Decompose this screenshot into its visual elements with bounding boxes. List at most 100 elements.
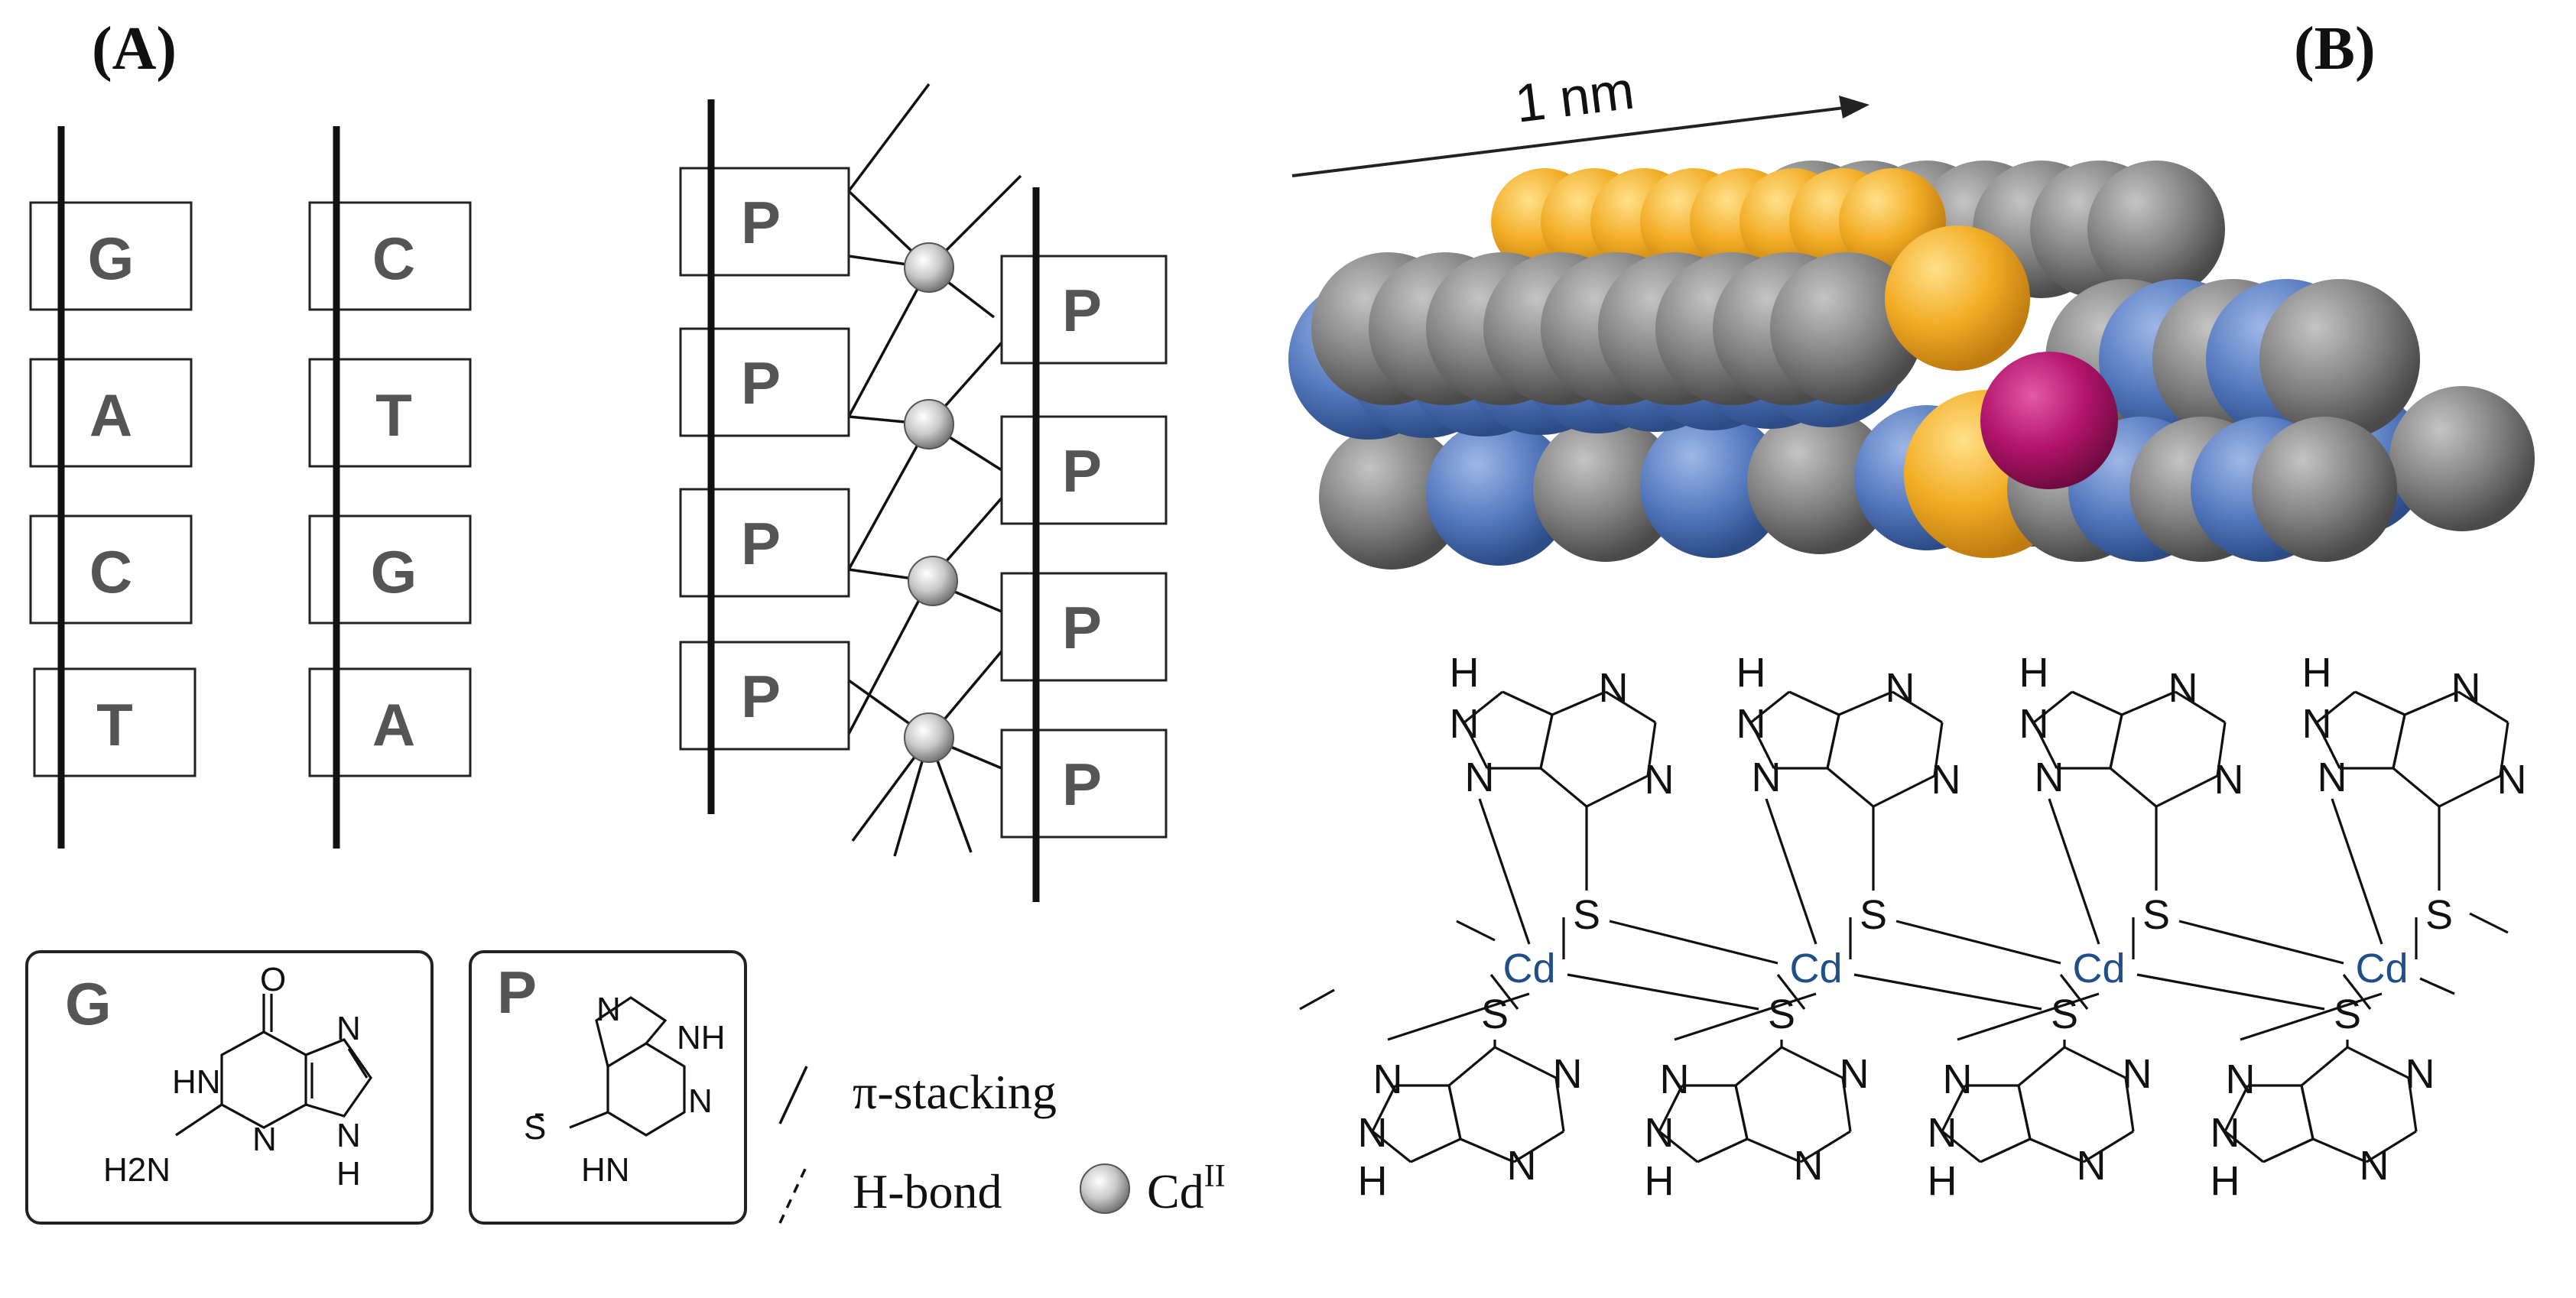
bond-line <box>1826 714 1840 769</box>
bond-line <box>1674 992 1817 1041</box>
carbon-atom <box>2252 417 2397 562</box>
bond-line <box>2366 1130 2417 1163</box>
bond-line <box>2216 722 2227 777</box>
n-atom-label: N <box>2035 754 2064 800</box>
bond-line <box>1658 1085 1684 1132</box>
base-letter: G <box>371 538 417 605</box>
bond-line <box>1567 973 1759 1011</box>
s-atom-label: S <box>1860 892 1887 938</box>
bond-line <box>2032 722 2058 769</box>
bond-line <box>2315 722 2341 769</box>
bond-line <box>1892 690 1943 724</box>
guanine-n: N <box>252 1121 277 1158</box>
base-letter: T <box>96 691 133 758</box>
cd-atom-label: Cd <box>1502 946 1555 991</box>
p-letter: P <box>1062 437 1102 505</box>
bond-line <box>2175 690 2226 724</box>
bond-line <box>1734 1085 1749 1140</box>
n-atom-label: N <box>2405 1051 2435 1097</box>
bond-line <box>1447 1046 1496 1087</box>
thiopurine-n: N <box>596 991 621 1028</box>
bond-line <box>2033 690 2073 724</box>
bond-line <box>2017 1085 2032 1140</box>
bond-line <box>2419 977 2455 995</box>
h-atom-label: H <box>2019 650 2049 696</box>
nitrogen-atom <box>1426 420 1571 566</box>
bond-line <box>2240 992 2383 1041</box>
bond-line <box>2347 1046 2409 1079</box>
space-filling-model <box>1288 161 2535 569</box>
bond-line <box>1838 690 1893 716</box>
bond-line <box>1513 1130 1564 1163</box>
bond-line <box>2312 1137 2367 1163</box>
cd-ion-icon <box>908 556 958 606</box>
bond-line <box>2224 1085 2250 1132</box>
bond-line <box>1658 1130 1698 1163</box>
bond-line <box>2083 1130 2134 1163</box>
cd-legend-label: CdII <box>1147 1159 1226 1218</box>
bond-line <box>1554 1077 1565 1132</box>
bond-line <box>2300 1046 2349 1087</box>
guanine-o: O <box>260 961 286 998</box>
bond-line <box>1941 1085 1967 1132</box>
p-rect <box>1000 572 1168 682</box>
legend-g-title: G <box>65 970 112 1037</box>
bond-line <box>2331 798 2383 945</box>
thiopurine-n: N <box>688 1082 713 1120</box>
bond-line <box>1539 767 1588 808</box>
bond-line <box>1551 690 1606 716</box>
legend-p-box: P N NH N S - HN <box>469 950 747 1225</box>
bond-line <box>2354 690 2405 716</box>
h-atom-label: H <box>1358 1158 1388 1204</box>
thiopurine-nh: NH <box>677 1019 726 1056</box>
n-atom-label: N <box>2077 1143 2107 1189</box>
guanine-n: N <box>336 1010 361 1047</box>
n-atom-label: N <box>1373 1056 1403 1102</box>
bond-line <box>1826 767 1875 808</box>
bond-line <box>1463 690 1503 724</box>
s-atom-label: S <box>2051 991 2078 1037</box>
carbon-atom <box>2389 386 2535 531</box>
bond-line <box>2457 690 2509 724</box>
n-atom-label: N <box>2360 1143 2389 1189</box>
interaction-legend: π-stacking H-bond CdII <box>778 1065 1226 1224</box>
guanine-n: N <box>336 1117 361 1154</box>
panel-label-b: (B) <box>2294 15 2376 83</box>
bond-line <box>1765 798 1817 945</box>
s-atom-label: S <box>2425 892 2453 938</box>
h-atom-label: H <box>1736 650 1766 696</box>
bond-line <box>1371 1085 1397 1132</box>
carbon-atom <box>2259 279 2420 440</box>
bond-line <box>1456 920 1496 942</box>
panel-label-a: (A) <box>92 15 177 83</box>
cd-ion-icon <box>904 712 954 763</box>
bond-line <box>1372 1130 1411 1163</box>
base-letter: G <box>88 225 135 292</box>
n-atom-label: N <box>1660 1056 1690 1102</box>
bond-line <box>1749 722 1775 769</box>
cd-atom-label: Cd <box>1789 946 1842 991</box>
n-atom-label: N <box>2019 701 2049 747</box>
n-atom-label: N <box>1840 1051 1869 1097</box>
p-letter: P <box>1062 277 1102 344</box>
bond-line <box>2109 714 2123 769</box>
n-atom-label: N <box>2214 757 2244 803</box>
coordination-polymer: P P P P P P P P <box>679 83 1168 902</box>
bond-line <box>2263 1137 2314 1163</box>
pi-stacking-label: π-stacking <box>853 1065 1057 1119</box>
bond-line <box>1586 774 1649 808</box>
n-atom-label: N <box>2451 665 2481 711</box>
bond-line <box>2224 1130 2264 1163</box>
n-atom-label: N <box>1465 754 1495 800</box>
n-atom-label: N <box>1358 1110 1388 1156</box>
s-atom-label: S <box>2142 892 2170 938</box>
p-letter: P <box>741 349 781 417</box>
scale-label: 1 nm <box>1512 60 1637 134</box>
p-rect <box>1000 415 1168 525</box>
bond-line <box>1489 974 1519 1010</box>
base-box: C <box>29 514 193 625</box>
sulfur-atom <box>1885 226 2030 371</box>
bond-line <box>1841 1077 1852 1132</box>
bond-line <box>2109 767 2158 808</box>
dna-strand-1: G A C T <box>29 126 197 849</box>
